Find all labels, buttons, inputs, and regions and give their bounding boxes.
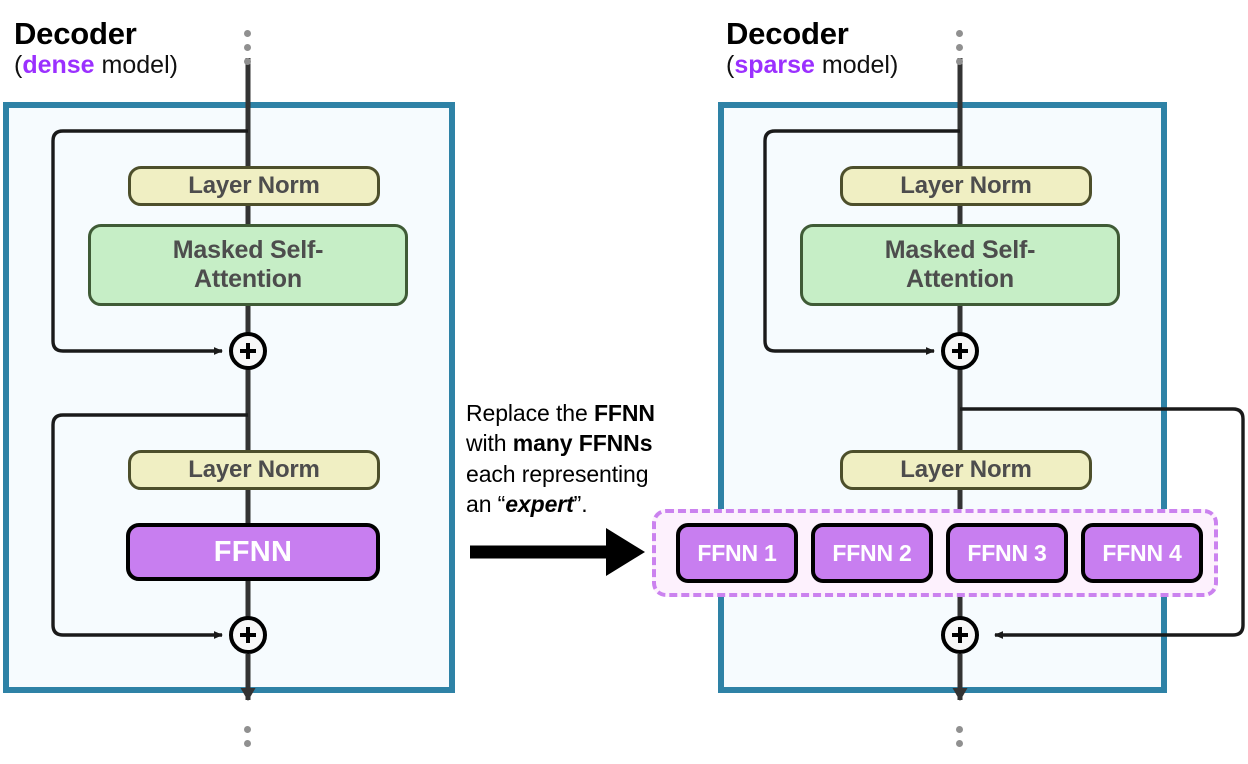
annotation-line1-plain: Replace the	[466, 400, 594, 426]
right-subtitle-suffix: model)	[814, 50, 899, 79]
left-input-ellipsis-icon	[244, 30, 251, 65]
transform-arrow	[470, 528, 645, 576]
expert-ffnn-2[interactable]: FFNN 2	[811, 523, 933, 583]
left-panel-title: Decoder	[14, 16, 137, 51]
left-residual-ffnn	[51, 413, 248, 639]
annotation-line2-plain: with	[466, 430, 513, 457]
annotation-line4-plain-b: ”.	[573, 491, 588, 518]
left-panel-header: Decoder (dense model)	[14, 16, 178, 79]
annotation-line4-plain-a: an “	[466, 491, 506, 518]
left-attention-line-1: Masked Self-	[172, 236, 324, 264]
right-panel-subtitle: (sparse model)	[726, 51, 898, 79]
right-attention-line-2: Attention	[906, 265, 1014, 293]
expert-ffnn-1[interactable]: FFNN 1	[676, 523, 798, 583]
left-attention-line-2: Attention	[194, 265, 302, 293]
left-layer-norm-2[interactable]: Layer Norm	[128, 450, 380, 490]
expert-ffnn-4[interactable]: FFNN 4	[1081, 523, 1203, 583]
right-add-node-2[interactable]	[941, 616, 979, 654]
right-residual-attention	[763, 129, 960, 355]
right-attention-line-1: Masked Self-	[884, 236, 1036, 264]
left-subtitle-keyword: dense	[22, 50, 95, 79]
right-input-ellipsis-icon	[956, 30, 963, 65]
left-residual-attention	[51, 129, 248, 355]
annotation-line3: each representing	[466, 460, 649, 487]
annotation-expert-emphasis: expert	[505, 491, 574, 518]
right-add-node-1[interactable]	[941, 332, 979, 370]
right-masked-self-attention[interactable]: Masked Self- Attention	[800, 224, 1120, 306]
transform-annotation: Replace the FFNN with many FFNNs each re…	[466, 398, 718, 519]
right-panel-header: Decoder (sparse model)	[726, 16, 898, 79]
left-panel-subtitle: (dense model)	[14, 51, 178, 79]
right-layer-norm-2[interactable]: Layer Norm	[840, 450, 1092, 490]
right-subtitle-prefix: (	[726, 50, 735, 79]
annotation-line2-bold: many FFNNs	[512, 430, 653, 457]
left-add-node-1[interactable]	[229, 332, 267, 370]
left-output-ellipsis-icon	[244, 726, 251, 747]
right-residual-experts	[960, 407, 1245, 639]
right-subtitle-keyword: sparse	[734, 50, 815, 79]
left-subtitle-suffix: model)	[94, 50, 178, 79]
right-layer-norm-1[interactable]: Layer Norm	[840, 166, 1092, 206]
expert-ffnn-3[interactable]: FFNN 3	[946, 523, 1068, 583]
left-ffnn-block[interactable]: FFNN	[126, 523, 380, 581]
left-subtitle-prefix: (	[14, 50, 23, 79]
right-output-ellipsis-icon	[956, 726, 963, 747]
annotation-line1-bold: FFNN	[593, 400, 655, 426]
right-panel-title: Decoder	[726, 16, 849, 51]
left-layer-norm-1[interactable]: Layer Norm	[128, 166, 380, 206]
left-masked-self-attention[interactable]: Masked Self- Attention	[88, 224, 408, 306]
left-add-node-2[interactable]	[229, 616, 267, 654]
